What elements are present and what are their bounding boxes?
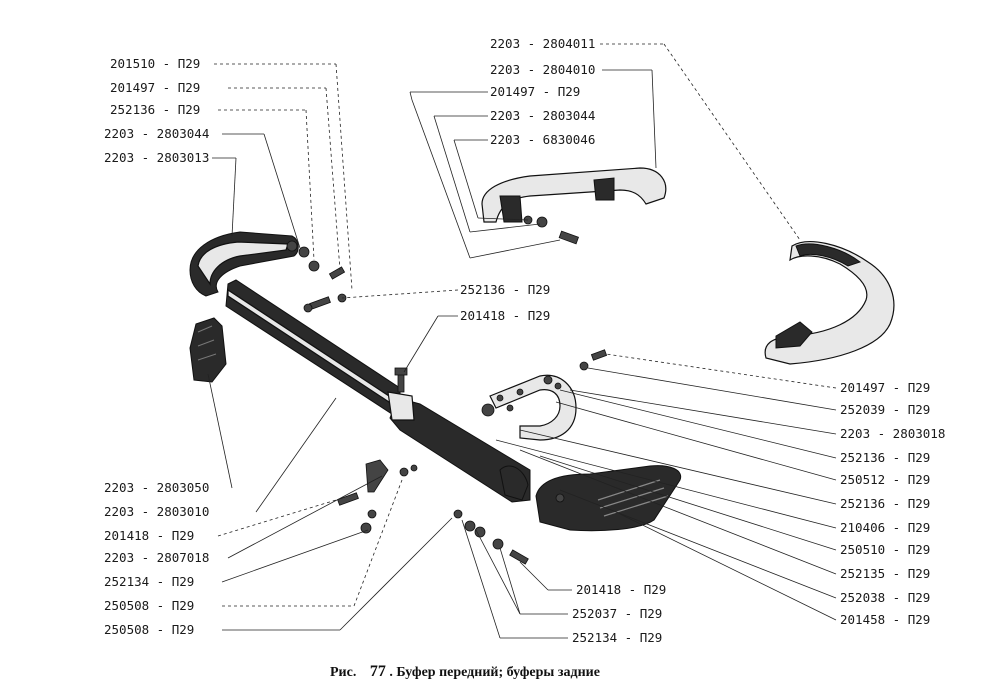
label-201458: 201458 - П29 (840, 612, 930, 627)
label-2803018: 2203 - 2803018 (840, 426, 945, 441)
label-252038: 252038 - П29 (840, 590, 930, 605)
part-labels: 201510 - П29 201497 - П29 252136 - П29 2… (104, 36, 945, 645)
label-2803013: 2203 - 2803013 (104, 150, 209, 165)
caption-prefix: Рис. (330, 665, 356, 680)
label-6830046: 2203 - 6830046 (490, 132, 595, 147)
label-2803050: 2203 - 2803050 (104, 480, 209, 495)
label-252136-left: 252136 - П29 (110, 102, 200, 117)
label-250508-2: 250508 - П29 (104, 622, 194, 637)
bumper-bracket (481, 349, 608, 441)
label-201497-left: 201497 - П29 (110, 80, 200, 95)
label-2804011: 2203 - 2804011 (490, 36, 595, 51)
label-201497-top: 201497 - П29 (490, 84, 580, 99)
leader-lines (207, 43, 837, 639)
rear-bumper-small (481, 167, 667, 245)
label-2807018: 2203 - 2807018 (104, 550, 209, 565)
label-250510: 250510 - П29 (840, 542, 930, 557)
label-252136-mid: 252136 - П29 (460, 282, 550, 297)
figure-caption: Рис. 77 . Буфер передний; буферы задние (330, 663, 600, 680)
label-2804010: 2203 - 2804010 (490, 62, 595, 77)
left-fasteners (298, 246, 347, 313)
rear-bumper-curved (764, 241, 895, 365)
label-201497-right: 201497 - П29 (840, 380, 930, 395)
label-201418-bl: 201418 - П29 (104, 528, 194, 543)
label-252136-r2: 252136 - П29 (840, 496, 930, 511)
label-2803044-left: 2203 - 2803044 (104, 126, 209, 141)
label-252136-r1: 252136 - П29 (840, 450, 930, 465)
label-252134-bl: 252134 - П29 (104, 574, 194, 589)
label-2803010: 2203 - 2803010 (104, 504, 209, 519)
front-bumper-bar (225, 279, 531, 503)
label-252134-bc: 252134 - П29 (572, 630, 662, 645)
label-201510: 201510 - П29 (110, 56, 200, 71)
label-250508-1: 250508 - П29 (104, 598, 194, 613)
lower-fasteners (337, 459, 529, 565)
front-bumper-right-guard (535, 465, 682, 532)
label-250512: 250512 - П29 (840, 472, 930, 487)
caption-text: . Буфер передний; буферы задние (389, 665, 600, 680)
middle-bolt (394, 367, 408, 393)
label-252135: 252135 - П29 (840, 566, 930, 581)
caption-number: 77 (370, 663, 386, 680)
label-2803044-top: 2203 - 2803044 (490, 108, 595, 123)
rubber-pad (189, 317, 227, 383)
label-201418-mid: 201418 - П29 (460, 308, 550, 323)
label-252039: 252039 - П29 (840, 402, 930, 417)
front-bumper-left-guard (189, 231, 299, 297)
label-210406: 210406 - П29 (840, 520, 930, 535)
label-252037: 252037 - П29 (572, 606, 662, 621)
label-201418-bc: 201418 - П29 (576, 582, 666, 597)
